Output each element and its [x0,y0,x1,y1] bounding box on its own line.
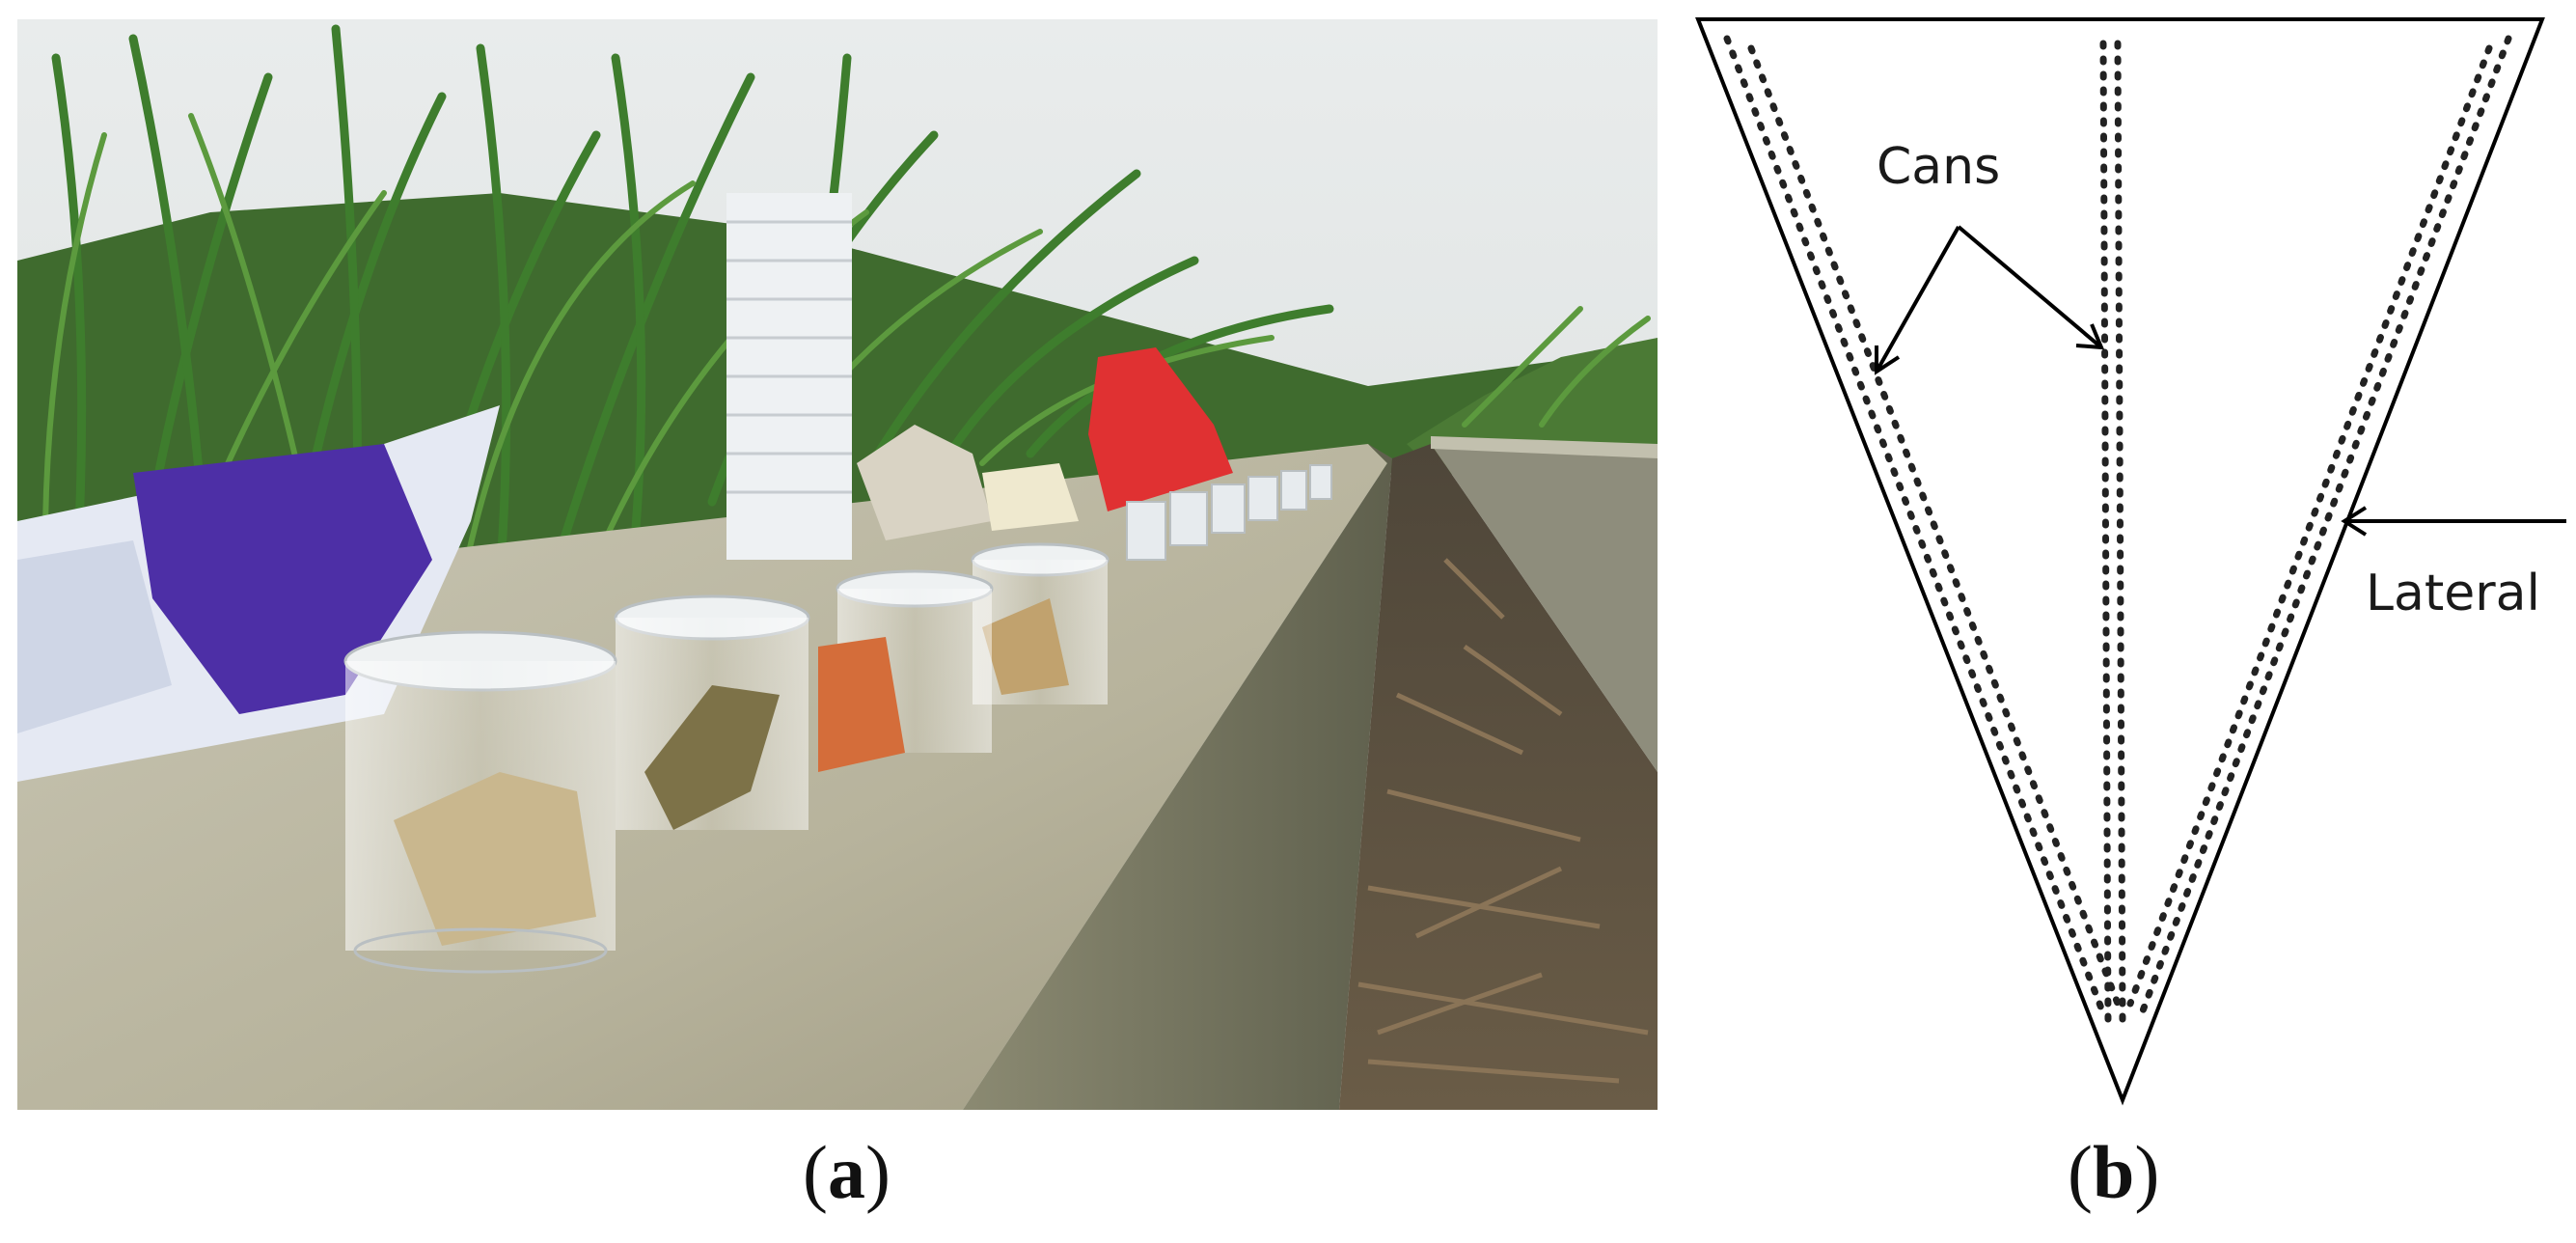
cans-line-right-inner [2126,44,2493,1008]
field-triangle [1695,17,2545,1106]
lateral-arrow [2341,506,2566,537]
label-cans: Cans [1877,138,2000,196]
caption-a: (a) [803,1130,891,1214]
cans-line-left [1723,35,2107,1017]
cans-line-left-inner [1747,44,2122,1008]
field-photo [17,19,1658,1110]
cans-line-center-2 [2114,40,2126,1027]
lateral-cans-diagram: Cans Lateral [1695,17,2566,1106]
label-lateral: Lateral [2366,565,2540,622]
cans-line-right [2138,35,2512,1017]
caption-b: (b) [2068,1130,2160,1214]
cans-arrows [1875,225,2105,375]
cans-line-center [2099,40,2112,1027]
